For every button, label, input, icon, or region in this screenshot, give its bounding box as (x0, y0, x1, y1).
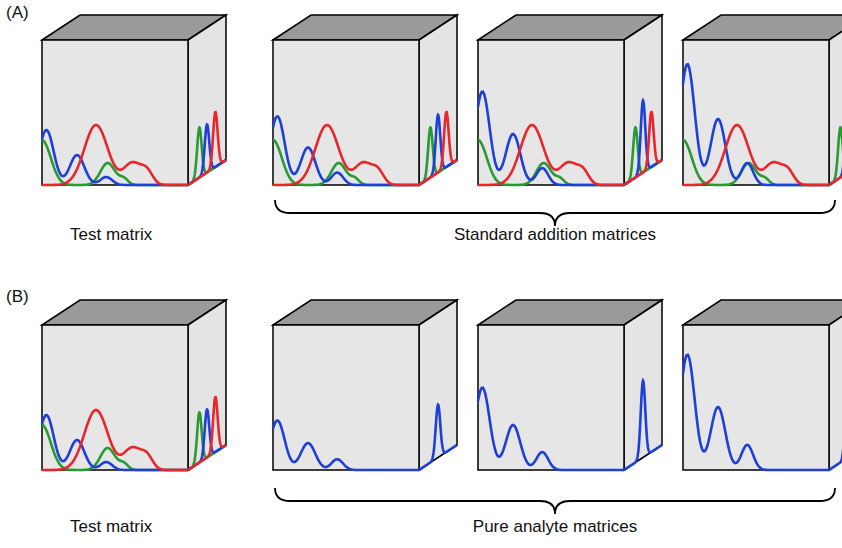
spectrum-curve (624, 101, 662, 186)
cube-top (683, 300, 842, 325)
cube-side (188, 15, 226, 185)
spectrum-curve (42, 125, 188, 185)
cube-front (683, 40, 829, 185)
spectrum-curve (273, 116, 419, 185)
spectrum-curve (42, 140, 188, 185)
group-label: Standard addition matrices (454, 226, 656, 245)
matrix-cube (273, 15, 457, 185)
matrix-cube (273, 300, 457, 470)
spectrum-curve (683, 125, 829, 185)
group-label: Pure analyte matrices (473, 518, 637, 537)
spectrum-curve (624, 112, 662, 185)
spectrum-curve (42, 415, 188, 470)
panel-letter: (B) (6, 288, 29, 307)
matrix-label: Test matrix (70, 226, 152, 245)
spectrum-curve (419, 112, 457, 185)
spectrum-curve (478, 92, 624, 185)
cube-front (683, 325, 829, 470)
cube-side (829, 300, 842, 470)
cube-side (419, 15, 457, 185)
spectrum-curve (273, 421, 419, 470)
spectrum-curve (624, 381, 662, 470)
cube-front (478, 40, 624, 185)
spectrum-curve (42, 130, 188, 185)
cube-side (419, 300, 457, 470)
brace (275, 200, 835, 226)
cube-front (42, 40, 188, 185)
spectrum-curve (419, 405, 457, 470)
matrix-cube (683, 15, 842, 185)
cube-top (683, 15, 842, 40)
matrix-label: Test matrix (70, 518, 152, 537)
matrix-cube (42, 300, 226, 470)
brace (275, 488, 835, 514)
spectrum-curve (683, 355, 829, 470)
cube-front (42, 325, 188, 470)
spectrum-curve (188, 112, 226, 185)
spectrum-curve (273, 125, 419, 185)
matrix-cube (478, 300, 662, 470)
spectrum-curve (683, 64, 829, 185)
panel-letter: (A) (6, 4, 29, 23)
cube-front (273, 325, 419, 470)
spectrum-curve (42, 410, 188, 470)
spectrum-curve (478, 125, 624, 185)
spectrum-curve (829, 112, 842, 185)
spectrum-curve (478, 388, 624, 470)
spectrum-curve (273, 140, 419, 185)
cube-side (188, 300, 226, 470)
cube-side (829, 15, 842, 185)
cube-front (273, 40, 419, 185)
cube-side (624, 300, 662, 470)
spectrum-curve (829, 352, 842, 470)
cube-side (624, 15, 662, 185)
spectrum-curve (42, 425, 188, 470)
matrix-cube (42, 15, 226, 185)
spectrum-curve (188, 397, 226, 470)
cube-front (478, 325, 624, 470)
matrix-cube (478, 15, 662, 185)
spectrum-curve (829, 81, 842, 185)
matrix-cube (683, 300, 842, 470)
